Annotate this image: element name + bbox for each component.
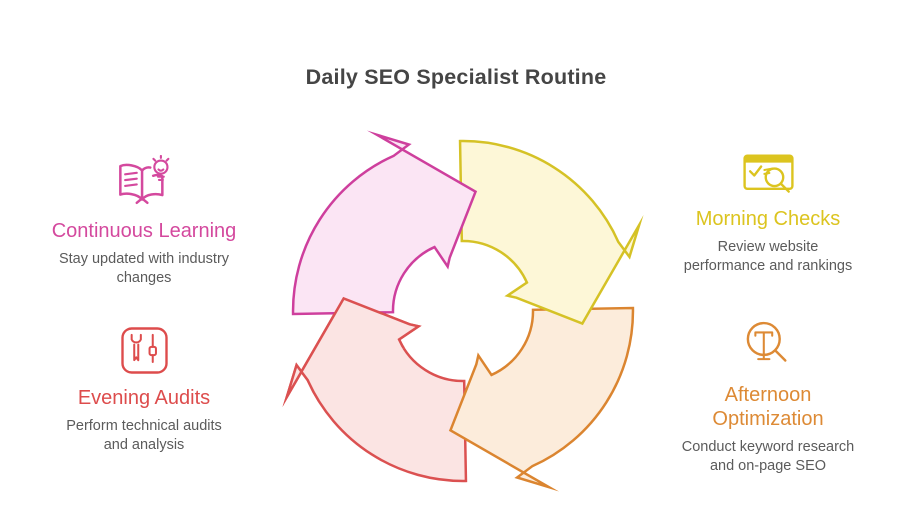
open-book-lightbulb-icon: [111, 154, 177, 211]
section-continuous-learning: Continuous Learning Stay updated with in…: [26, 154, 262, 288]
cycle-arrow-morning-checks: [441, 138, 648, 330]
cycle-arrow-afternoon-optimization: [444, 289, 636, 496]
section-heading: Morning Checks: [695, 208, 841, 230]
keyword-research-icon: [739, 317, 797, 375]
page-title: Daily SEO Specialist Routine: [305, 65, 607, 90]
section-heading: Continuous Learning: [51, 220, 237, 242]
section-heading: Evening Audits: [77, 387, 211, 409]
cycle-diagram: [278, 126, 648, 496]
cycle-arrow-continuous-learning: [290, 126, 482, 333]
browser-search-icon: [740, 151, 797, 199]
tools-icon: [117, 323, 172, 378]
